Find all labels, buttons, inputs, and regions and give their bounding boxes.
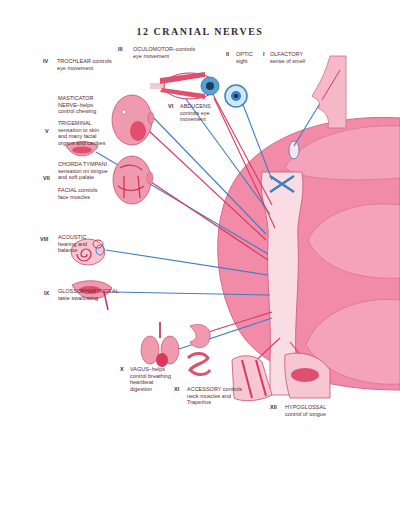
canal bbox=[93, 240, 103, 248]
eye-muscles bbox=[150, 72, 219, 99]
jaw-muscle bbox=[130, 121, 146, 141]
heart bbox=[156, 353, 168, 367]
nerve-lines bbox=[96, 74, 322, 364]
eye-muscle bbox=[160, 88, 205, 99]
trachea bbox=[159, 322, 161, 338]
nerve-number: V bbox=[45, 128, 55, 135]
nerve-number: IX bbox=[44, 290, 56, 297]
nerve-number: XI bbox=[174, 386, 186, 393]
neck-muscle bbox=[242, 360, 266, 398]
nerve-label: CHORDA TYMPANI sensation on tongue and s… bbox=[58, 161, 110, 181]
nerve-line bbox=[214, 98, 275, 228]
nerve-line bbox=[148, 130, 266, 240]
jaw bbox=[285, 353, 330, 398]
intestine bbox=[188, 354, 210, 375]
nerve-label: HYPOGLOSSAL control of tongue bbox=[285, 404, 337, 417]
ear bbox=[147, 172, 153, 184]
face-muscle bbox=[118, 165, 144, 198]
nose bbox=[312, 56, 346, 128]
nerve-label: VAGUS–helps control breathing heartbeat … bbox=[130, 366, 174, 392]
nerve-line bbox=[148, 180, 268, 260]
tongue-head bbox=[285, 353, 330, 398]
nerve-label: OLFACTORY sense of smell bbox=[270, 51, 310, 64]
nerve-line bbox=[150, 114, 266, 234]
iris bbox=[231, 91, 241, 101]
nerve-label: TRIGEMINAL sensation to skin and many fa… bbox=[58, 120, 108, 146]
nerve-number: II bbox=[226, 51, 236, 58]
tongue bbox=[72, 147, 92, 154]
iris bbox=[201, 77, 219, 95]
nerve-label: OPTIC sight bbox=[236, 51, 260, 64]
nerve-label: TROCHLEAR controls eye movement bbox=[57, 58, 113, 71]
nerve-number: VI bbox=[168, 103, 180, 110]
brain-hemisphere bbox=[218, 117, 400, 390]
neck bbox=[232, 356, 272, 401]
pupil bbox=[206, 82, 214, 90]
nerve-number: III bbox=[118, 46, 132, 53]
nerve-line bbox=[176, 318, 272, 350]
nerve-line bbox=[112, 292, 270, 295]
nerve-number: VIII bbox=[40, 236, 56, 243]
nerve-label: GLOSSOPHARYNGEAL taste swallowing bbox=[58, 288, 120, 301]
neck-body bbox=[232, 356, 272, 401]
nerve-number: VII bbox=[43, 175, 57, 182]
nose-profile bbox=[312, 56, 346, 128]
ear bbox=[148, 112, 154, 124]
stomach bbox=[190, 325, 210, 348]
nerve-number: IV bbox=[43, 58, 55, 65]
nerve-label: ABDUCENS controls eye movement bbox=[180, 103, 222, 123]
optic-stub bbox=[150, 83, 164, 89]
temporal-lobe bbox=[308, 204, 400, 278]
head-facial bbox=[113, 156, 153, 204]
head-trigeminal bbox=[112, 95, 154, 145]
nerve-label: ACOUSTIC hearing and balance bbox=[58, 234, 94, 254]
optic-eye bbox=[225, 85, 247, 107]
eye bbox=[122, 110, 126, 114]
olfactory-nerve bbox=[322, 70, 340, 100]
nerve-number: XII bbox=[270, 404, 284, 411]
olfactory-bulb bbox=[289, 141, 299, 159]
nerve-line bbox=[294, 100, 322, 146]
nerve-line bbox=[202, 74, 272, 205]
nerve-label: OCULOMOTOR–controls eye movement bbox=[133, 46, 203, 59]
head bbox=[113, 156, 151, 204]
nerve-line bbox=[202, 312, 272, 334]
eye-muscle bbox=[160, 72, 205, 84]
nerve-label: MASTICATOR NERVE–helps control chewing bbox=[58, 95, 110, 115]
nerve-label: ACCESSORY controls neck muscles and Trap… bbox=[187, 386, 247, 406]
head bbox=[112, 95, 152, 145]
eye-front bbox=[225, 85, 247, 107]
optic-chiasm bbox=[270, 176, 294, 192]
nerve-number: I bbox=[263, 51, 269, 58]
tongue bbox=[291, 368, 319, 382]
nerve-label: FACIAL controls face muscles bbox=[58, 187, 108, 200]
throat bbox=[104, 292, 108, 310]
canal bbox=[96, 245, 104, 255]
nerve-line bbox=[172, 80, 270, 214]
pupil bbox=[234, 94, 238, 98]
nerve-line bbox=[106, 250, 268, 275]
cochlea bbox=[77, 249, 91, 261]
diagram-title: 12 CRANIAL NERVES bbox=[0, 26, 400, 37]
nerve-number: X bbox=[120, 366, 128, 373]
